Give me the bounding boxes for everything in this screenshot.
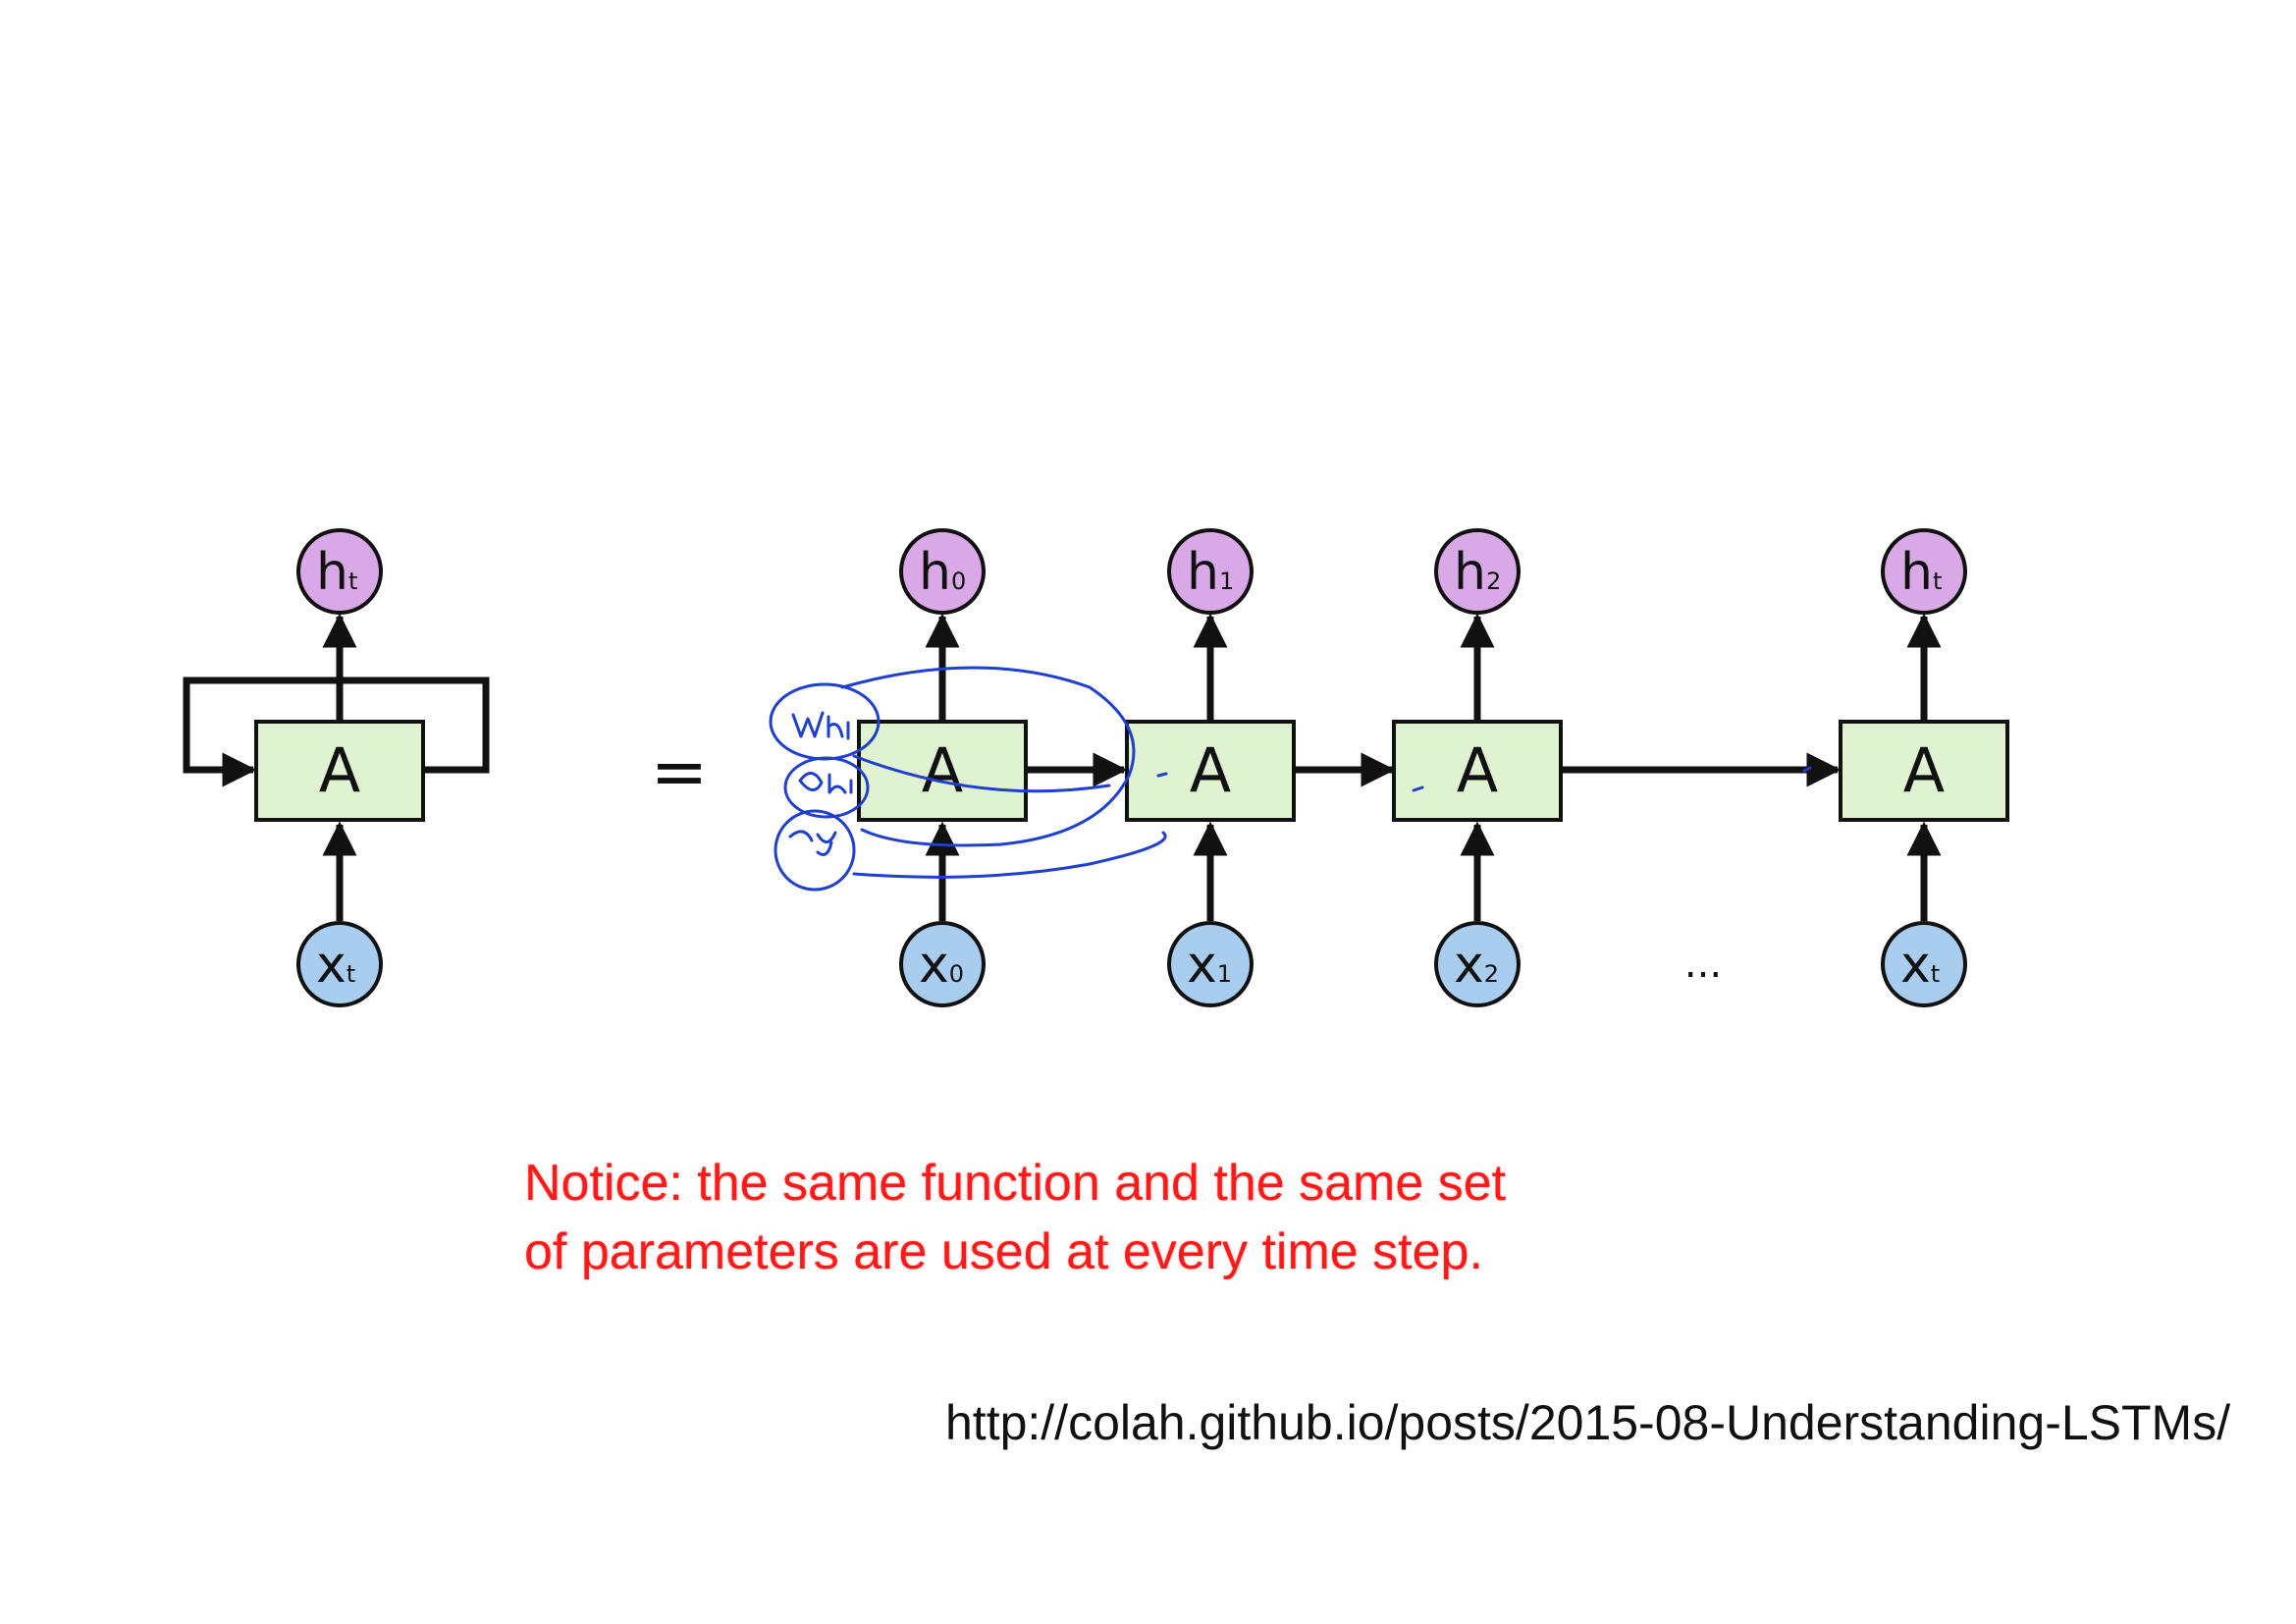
output-node-1 <box>1167 528 1254 615</box>
folded-output-label: ht <box>316 543 357 602</box>
input-node-1 <box>1167 921 1254 1007</box>
annotation-arc-upper <box>840 666 1136 847</box>
output-label-1: h1 <box>1187 543 1234 602</box>
output-node-t <box>1881 528 1967 615</box>
cell-box-1 <box>1125 720 1296 822</box>
folded-output-node <box>296 528 383 615</box>
input-label-0: x0 <box>919 936 964 995</box>
output-label-2: h2 <box>1454 543 1501 602</box>
output-label-0: h0 <box>919 543 966 602</box>
cell-label-0: A <box>922 734 963 806</box>
cell-label-2: A <box>1457 734 1498 806</box>
cell-label-t: A <box>1903 734 1945 806</box>
step-1: A h1 x1 <box>1125 528 1296 1007</box>
folded-input-label: xt <box>316 936 355 995</box>
annotation-scribble-3 <box>788 830 837 856</box>
notice-line-1: Notice: the same function and the same s… <box>524 1155 1507 1212</box>
annotation-oval-2 <box>783 756 870 819</box>
notice-text: Notice: the same function and the same s… <box>524 1149 1506 1286</box>
step-2: A h2 x2 <box>1392 528 1563 1007</box>
unrolled-rnn: A h0 x0 A h1 x1 A h2 x2 <box>857 528 2009 1007</box>
cell-box-0 <box>857 720 1028 822</box>
output-label-t: ht <box>1900 543 1942 602</box>
cell-box-2 <box>1392 720 1563 822</box>
source-url: http://colah.github.io/posts/2015-08-Und… <box>945 1395 2231 1450</box>
input-node-t <box>1881 921 1967 1007</box>
input-node-0 <box>899 921 986 1007</box>
folded-cell-label: A <box>319 734 360 806</box>
annotation-dash-1 <box>1156 772 1168 778</box>
annotation-scribble-2 <box>798 772 853 794</box>
annotation-arc-mid <box>852 754 1111 793</box>
cell-label-1: A <box>1190 734 1231 806</box>
output-node-0 <box>899 528 986 615</box>
folded-cell-box <box>254 720 425 822</box>
cell-box-t <box>1839 720 2009 822</box>
output-node-2 <box>1434 528 1521 615</box>
annotation-arc-lower <box>852 831 1167 879</box>
input-label-t: xt <box>1900 936 1940 995</box>
annotation-oval-3 <box>774 809 856 892</box>
step-t: A ht xt <box>1839 528 2009 1007</box>
notice-line-2: of parameters are used at every time ste… <box>524 1223 1483 1280</box>
handwritten-annotation <box>769 666 1812 892</box>
folded-rnn: A ht xt <box>183 528 490 1007</box>
annotation-scribble-1 <box>791 711 850 740</box>
folded-input-node <box>296 921 383 1007</box>
annotation-dash-3 <box>1802 766 1812 773</box>
annotation-dash-2 <box>1412 785 1424 792</box>
equals-sign: = <box>651 731 709 812</box>
input-label-1: x1 <box>1187 936 1232 995</box>
ellipsis: ... <box>1684 942 1722 987</box>
input-label-2: x2 <box>1454 936 1499 995</box>
input-node-2 <box>1434 921 1521 1007</box>
